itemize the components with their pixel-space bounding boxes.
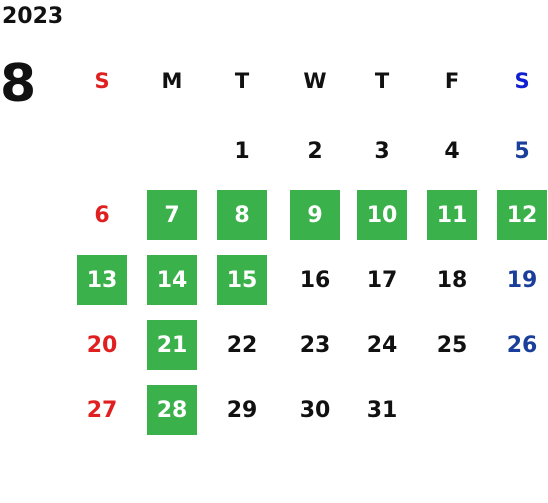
day-cell[interactable]: 21 [147, 320, 197, 370]
day-cell[interactable]: 26 [506, 332, 538, 358]
day-cell[interactable]: 28 [147, 385, 197, 435]
year-label: 2023 [2, 4, 64, 29]
weekday-header: M [161, 69, 183, 93]
day-cell[interactable]: 12 [497, 190, 547, 240]
weekday-header: S [94, 69, 110, 93]
day-cell[interactable]: 7 [147, 190, 197, 240]
weekday-header: T [374, 69, 390, 93]
day-cell[interactable]: 30 [299, 397, 331, 423]
day-cell[interactable]: 4 [444, 138, 460, 164]
day-cell[interactable]: 25 [436, 332, 468, 358]
day-cell[interactable]: 13 [77, 255, 127, 305]
day-cell[interactable]: 11 [427, 190, 477, 240]
day-cell[interactable]: 22 [226, 332, 258, 358]
weekday-header: W [303, 69, 327, 93]
day-cell[interactable]: 9 [290, 190, 340, 240]
day-cell[interactable]: 5 [514, 138, 530, 164]
day-cell[interactable]: 31 [366, 397, 398, 423]
month-number: 8 [0, 54, 37, 114]
day-cell[interactable]: 24 [366, 332, 398, 358]
day-cell[interactable]: 8 [217, 190, 267, 240]
day-cell[interactable]: 20 [86, 332, 118, 358]
day-cell[interactable]: 3 [374, 138, 390, 164]
day-cell[interactable]: 2 [307, 138, 323, 164]
day-cell[interactable]: 6 [94, 202, 110, 228]
day-cell[interactable]: 23 [299, 332, 331, 358]
weekday-header: T [234, 69, 250, 93]
day-cell[interactable]: 27 [86, 397, 118, 423]
weekday-header: F [444, 69, 460, 93]
day-cell[interactable]: 1 [234, 138, 250, 164]
day-cell[interactable]: 19 [506, 267, 538, 293]
day-cell[interactable]: 18 [436, 267, 468, 293]
day-cell[interactable]: 15 [217, 255, 267, 305]
day-cell[interactable]: 10 [357, 190, 407, 240]
day-cell[interactable]: 16 [299, 267, 331, 293]
day-cell[interactable]: 14 [147, 255, 197, 305]
day-cell[interactable]: 17 [366, 267, 398, 293]
weekday-header: S [514, 69, 530, 93]
day-cell[interactable]: 29 [226, 397, 258, 423]
